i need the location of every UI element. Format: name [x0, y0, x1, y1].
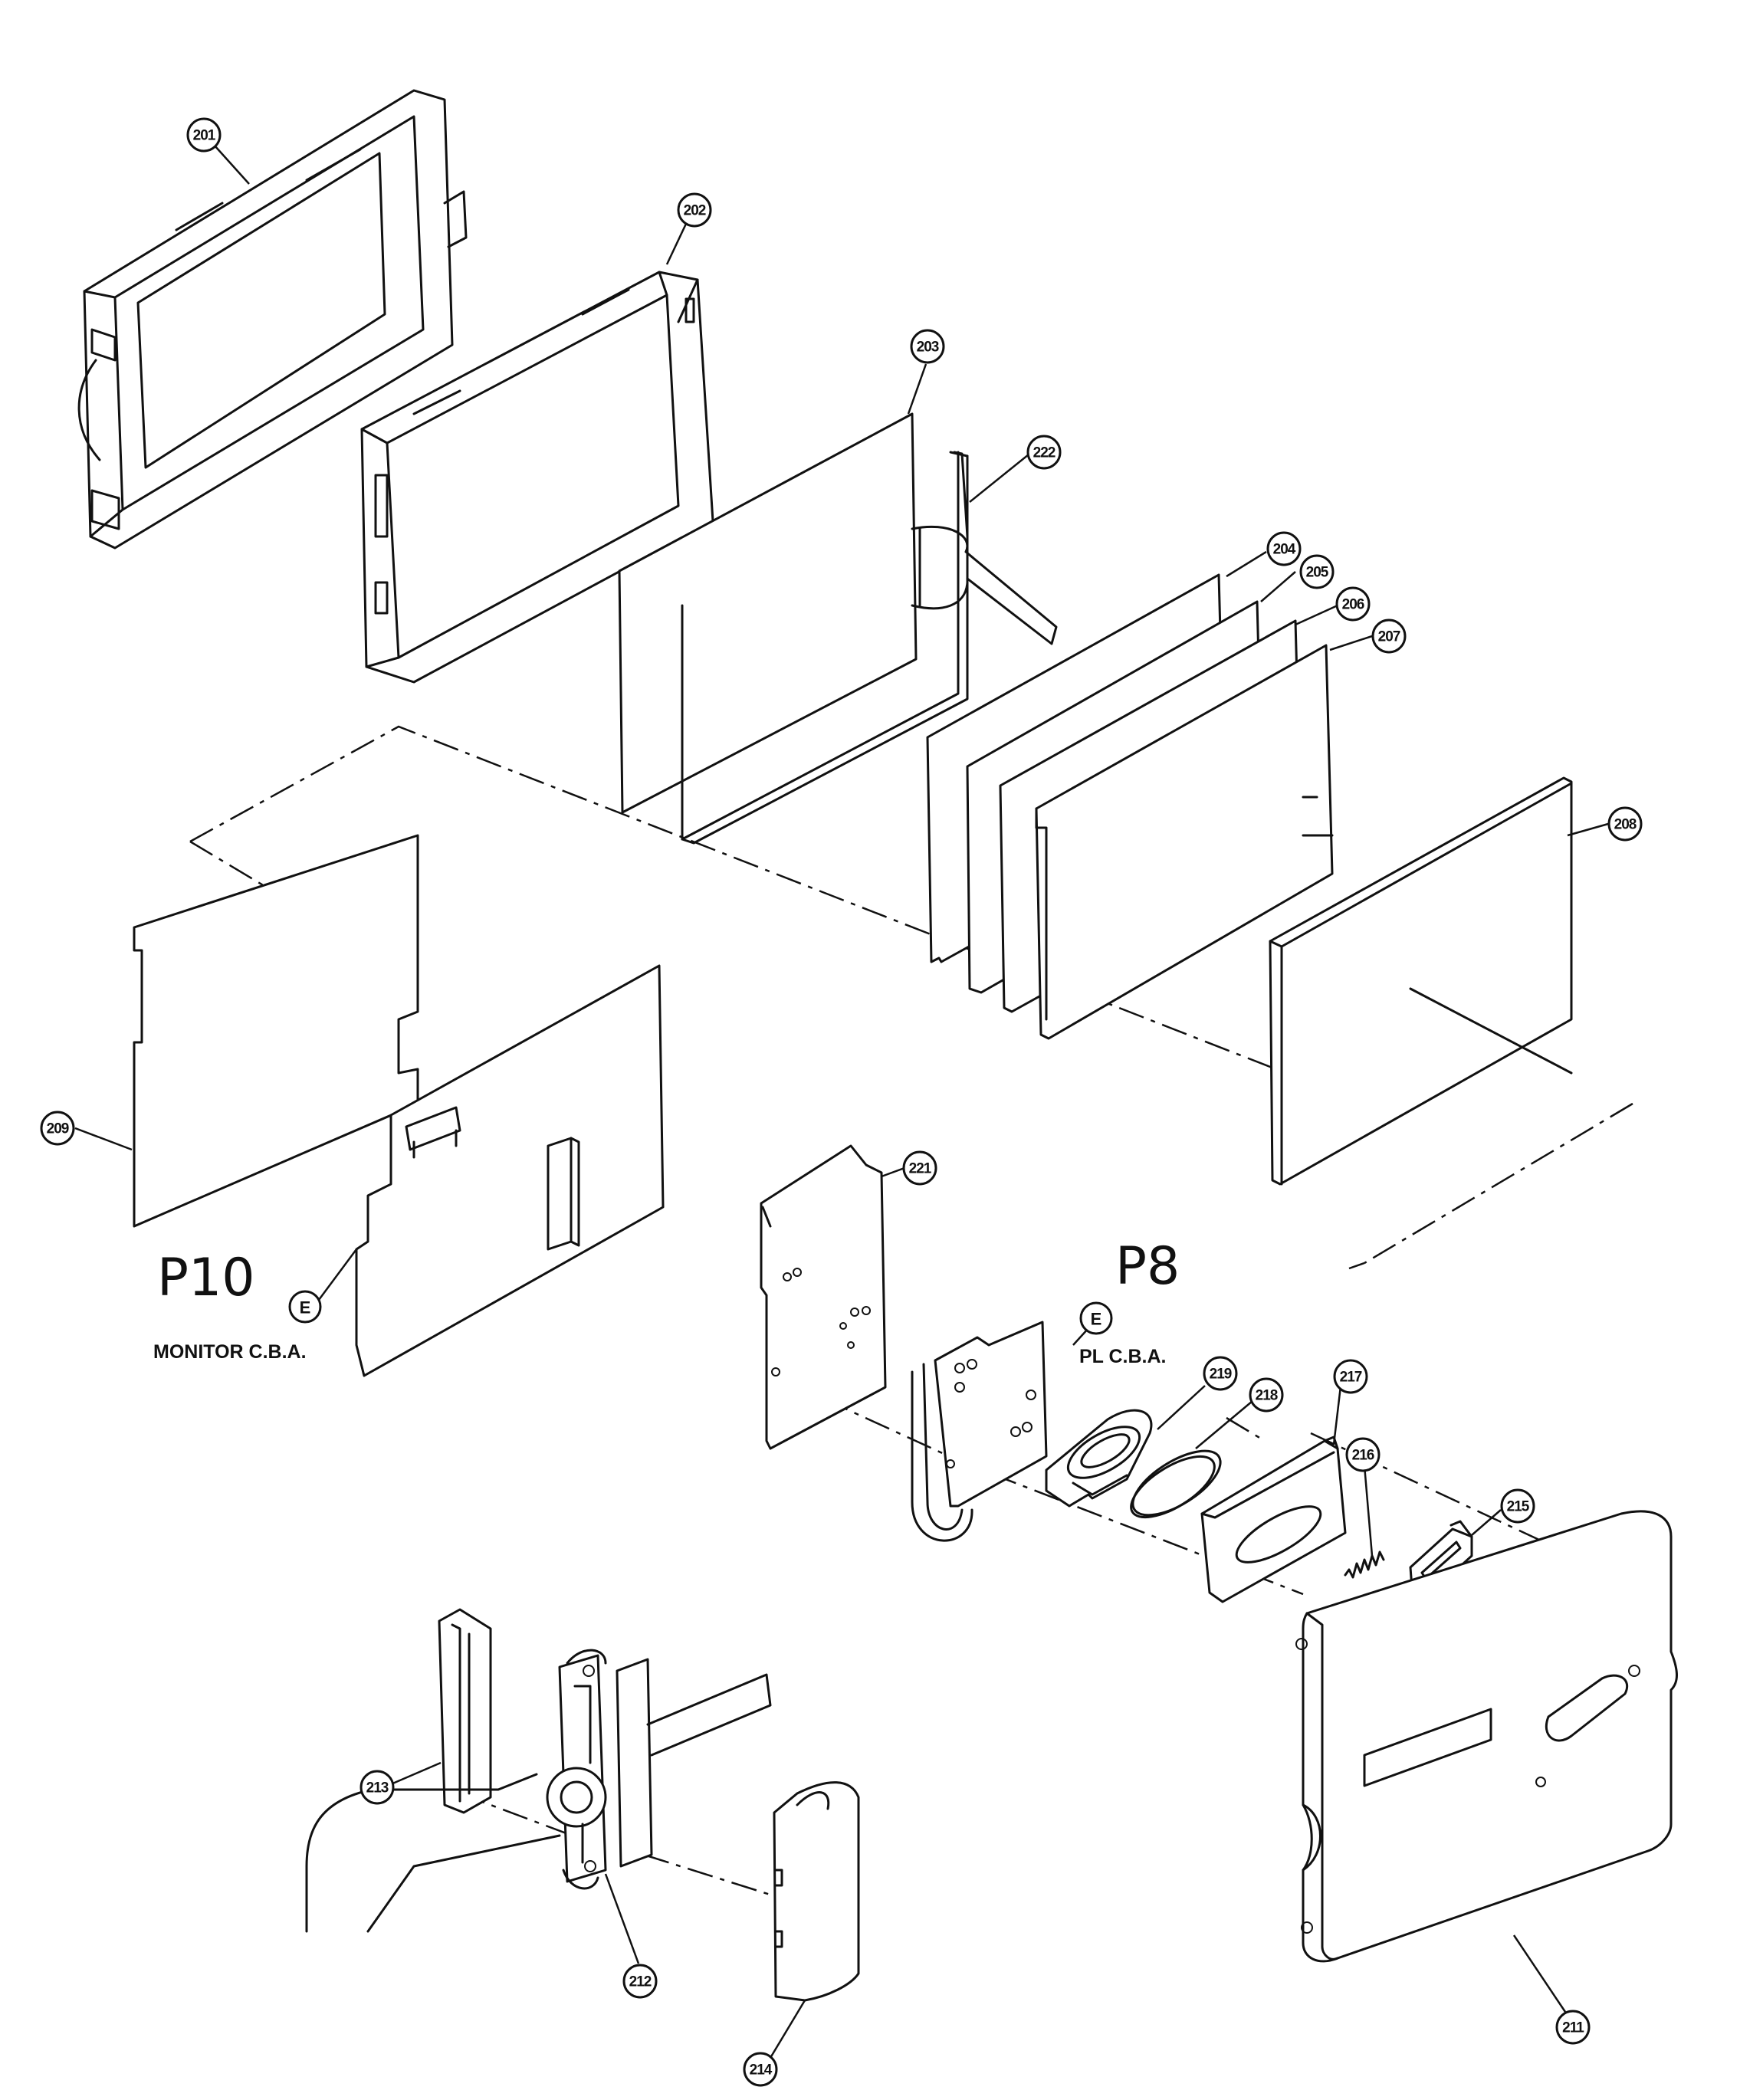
- part-203-lcd-panel: [618, 412, 969, 845]
- part-209-shield-plate: [133, 834, 419, 1228]
- svg-text:207: 207: [1378, 629, 1400, 645]
- svg-text:203: 203: [917, 340, 939, 356]
- part-214-hinge-cover: [773, 1781, 860, 2002]
- callout-219: 219: [1203, 1356, 1238, 1391]
- svg-text:201: 201: [193, 128, 216, 144]
- svg-text:208: 208: [1614, 817, 1637, 833]
- callout-206: 206: [1335, 586, 1371, 622]
- svg-text:215: 215: [1507, 1499, 1530, 1515]
- svg-text:206: 206: [1342, 597, 1364, 613]
- svg-text:205: 205: [1306, 565, 1329, 581]
- callout-214: 214: [743, 2052, 778, 2087]
- callout-209: 209: [40, 1111, 75, 1146]
- callout-217: 217: [1333, 1359, 1368, 1394]
- parts-204-207-optical-sheets: [926, 573, 1334, 1040]
- part-211-rear-cover: [1295, 1510, 1678, 1963]
- svg-text:214: 214: [750, 2062, 773, 2079]
- callout-218: 218: [1249, 1377, 1284, 1413]
- svg-text:209: 209: [47, 1121, 69, 1137]
- svg-text:219: 219: [1210, 1367, 1232, 1383]
- pl-circuit-board: [911, 1321, 1048, 1542]
- callout-202: 202: [677, 192, 712, 228]
- svg-text:204: 204: [1273, 542, 1296, 558]
- callout-215: 215: [1500, 1488, 1535, 1524]
- part-202-lcd-holder: [360, 271, 714, 684]
- svg-text:213: 213: [366, 1780, 389, 1796]
- callout-212: 212: [622, 1964, 658, 1999]
- part-213-hinge-cover: [438, 1608, 492, 1814]
- callout-201: 201: [186, 117, 222, 153]
- part-219-lens-holder: [1045, 1409, 1153, 1508]
- callout-203: 203: [910, 329, 945, 364]
- svg-text:202: 202: [684, 203, 706, 219]
- callout-208: 208: [1607, 806, 1643, 842]
- part-217-window-frame: [1200, 1436, 1347, 1603]
- monitor-page-ref: P10: [157, 1248, 255, 1308]
- monitor-board-annotation: P10 E MONITOR C.B.A.: [153, 1248, 322, 1363]
- callout-207: 207: [1371, 619, 1407, 654]
- svg-text:222: 222: [1033, 445, 1056, 461]
- pl-board-annotation: P8 E PL C.B.A.: [1079, 1236, 1180, 1367]
- monitor-e-mark-label: E: [300, 1298, 311, 1317]
- part-212-hinge-unit: [546, 1649, 653, 1890]
- part-216-spring: [1344, 1550, 1385, 1579]
- part-222-flex-cable: [911, 451, 1058, 645]
- svg-text:221: 221: [909, 1161, 932, 1177]
- monitor-e-mark: [288, 1290, 322, 1324]
- pl-e-mark: [1079, 1301, 1113, 1335]
- callout-204: 204: [1266, 531, 1302, 566]
- callout-205: 205: [1299, 554, 1335, 589]
- callout-211: 211: [1555, 2010, 1591, 2045]
- pl-e-mark-label: E: [1091, 1310, 1102, 1329]
- svg-text:218: 218: [1256, 1388, 1278, 1404]
- callout-216: 216: [1345, 1437, 1381, 1472]
- pl-board-label: PL C.B.A.: [1079, 1346, 1166, 1367]
- monitor-circuit-board: [355, 964, 665, 1377]
- svg-text:212: 212: [629, 1974, 652, 1990]
- svg-text:216: 216: [1352, 1448, 1374, 1464]
- callout-222: 222: [1026, 435, 1062, 470]
- part-201-front-frame: [77, 89, 468, 550]
- svg-text:217: 217: [1340, 1370, 1362, 1386]
- callout-213: 213: [359, 1770, 395, 1805]
- part-221-small-board: [760, 1144, 887, 1450]
- part-218-lens: [1130, 1449, 1222, 1519]
- pl-page-ref: P8: [1115, 1236, 1180, 1297]
- callout-221: 221: [902, 1150, 937, 1186]
- svg-text:211: 211: [1562, 2020, 1584, 2036]
- monitor-board-label: MONITOR C.B.A.: [153, 1341, 307, 1363]
- part-208-backlight: [1269, 776, 1573, 1186]
